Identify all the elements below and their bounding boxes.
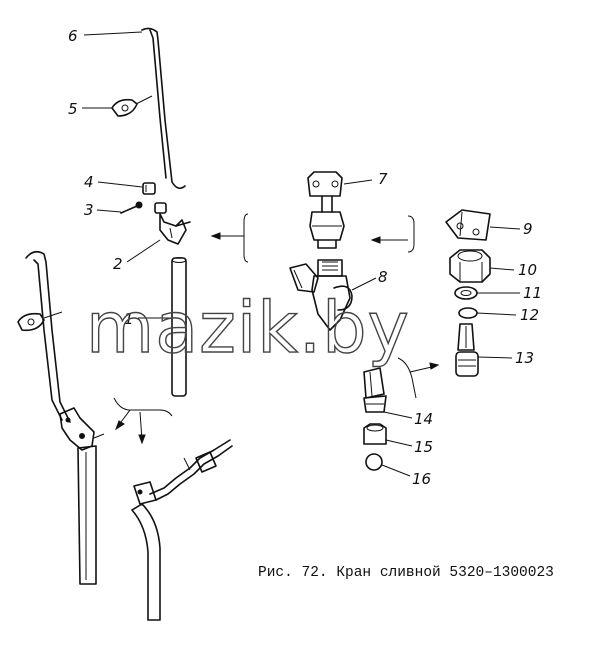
callout-5: 5 [68, 100, 78, 118]
callout-8: 8 [378, 268, 388, 286]
part-2-fitting [154, 202, 191, 245]
callout-labels: 6 5 4 3 2 1 7 8 9 10 11 12 13 14 15 16 [68, 27, 542, 488]
bracket-lower [113, 397, 173, 445]
assembly-left-tube [77, 445, 97, 585]
callout-15: 15 [414, 438, 433, 456]
part-8-tap-body [289, 259, 353, 331]
callout-4: 4 [84, 173, 94, 191]
part-13-stem [455, 323, 479, 377]
callout-3: 3 [84, 201, 94, 219]
callout-2: 2 [113, 255, 123, 273]
callout-9: 9 [523, 220, 533, 238]
callout-7: 7 [378, 170, 388, 188]
part-6-rod [141, 27, 186, 190]
bracket-left [210, 213, 249, 263]
part-12-ring [458, 307, 478, 319]
part-3-screw [120, 201, 143, 214]
watermark: mazik.by [86, 287, 410, 369]
leader-lines [82, 31, 521, 477]
part-4-nut [142, 182, 156, 195]
callout-1: 1 [124, 310, 134, 328]
part-5-clip [111, 95, 153, 117]
callout-11: 11 [523, 284, 542, 302]
callout-12: 12 [520, 306, 539, 324]
callout-10: 10 [518, 261, 537, 279]
figure-caption: Рис. 72. Кран сливной 5320–1300023 [258, 564, 554, 581]
assembly-left-rod [17, 250, 71, 423]
assembly-bent-tube [131, 439, 233, 621]
bracket-right [397, 357, 440, 399]
callout-6: 6 [68, 27, 78, 45]
part-9-plate [445, 209, 491, 241]
part-1-tube [171, 257, 187, 397]
part-10-nut [449, 249, 491, 283]
bracket-middle [370, 215, 415, 253]
part-16-ball [365, 453, 383, 471]
callout-14: 14 [414, 410, 433, 428]
part-14-plug [363, 367, 387, 413]
part-15-nut [363, 423, 387, 445]
callout-13: 13 [515, 349, 534, 367]
part-11-washer [454, 286, 478, 300]
part-7-handle [307, 171, 345, 249]
callout-16: 16 [412, 470, 431, 488]
